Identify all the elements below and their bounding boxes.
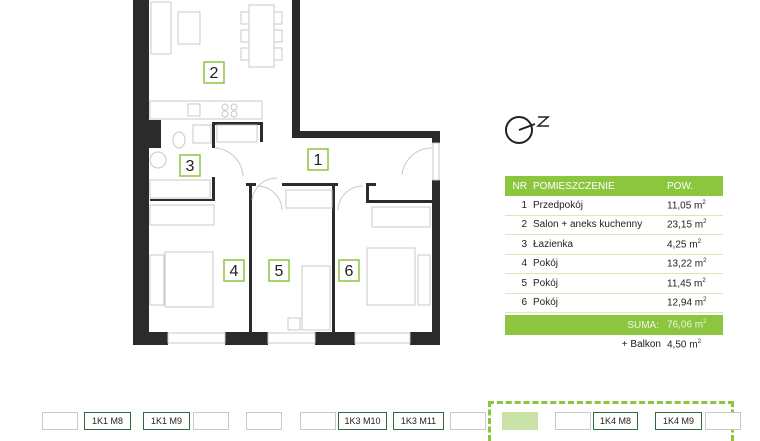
unit-box[interactable]: 1K3 M11 [393,412,444,430]
row-name: Łazienka [533,238,574,250]
unit-sup: 2 [703,219,707,226]
sum-value: 76,06 m [667,319,704,331]
header-area: POW. [667,180,694,192]
room-label-6: 6 [345,263,354,280]
room-area-table: NR POMIESZCZENIE POW. 1 Przedpokój 11,05 m… [505,176,723,354]
table-row: 6 Pokój 12,94 m2 [505,294,723,313]
room-label-3: 3 [186,158,195,175]
unit-box-empty[interactable] [246,412,282,430]
unit-box-empty[interactable] [193,412,229,430]
room-label-2: 2 [210,65,219,82]
room-labels: 1 2 3 4 5 6 [179,61,360,282]
row-area: 23,15 m [667,219,704,231]
furniture [149,1,440,344]
row-name: Przedpokój [533,199,584,211]
row-nr: 6 [521,297,527,309]
row-area: 11,05 m [667,199,703,211]
row-nr: 2 [521,219,527,231]
unit-box-empty[interactable] [555,412,591,430]
compass-icon [505,116,550,144]
unit-box[interactable]: 1K3 M10 [338,412,387,430]
unit-box[interactable]: 1K1 M9 [143,412,190,430]
unit-box-empty[interactable] [300,412,336,430]
row-area: 11,45 m [667,277,703,289]
unit-box-empty[interactable] [42,412,78,430]
unit-sup: 2 [702,199,706,206]
table-row: 4 Pokój 13,22 m2 [505,255,723,274]
unit-box-empty[interactable] [450,412,486,430]
balcony-label: + Balkon [621,338,661,350]
row-nr: 5 [521,277,527,289]
unit-box[interactable]: 1K1 M8 [84,412,131,430]
room-label-1: 1 [314,152,323,169]
table-header: NR POMIESZCZENIE POW. [505,176,723,196]
row-name: Pokój [533,277,559,289]
row-nr: 4 [521,258,527,270]
unit-sup: 2 [703,297,707,304]
sum-row: SUMA: 76,06 m2 [505,315,723,335]
header-nr: NR [512,180,527,192]
unit-sup: 2 [702,277,706,284]
walls [133,0,440,345]
sum-label: SUMA: [627,319,659,331]
row-name: Pokój [533,258,559,270]
floor-plan: 1 2 3 4 5 6 [133,0,550,345]
selected-unit-box[interactable] [502,412,538,430]
table-row: 3 Łazienka 4,25 m2 [505,235,723,255]
row-name: Salon + aneks kuchenny [533,219,643,231]
row-name: Pokój [533,297,559,309]
balcony-value: 4,50 m [667,338,698,350]
unit-box[interactable]: 1K4 M8 [593,412,638,430]
unit-box-empty[interactable] [705,412,741,430]
room-label-4: 4 [230,263,239,280]
row-nr: 3 [521,238,527,250]
row-area: 13,22 m [667,258,704,270]
row-nr: 1 [521,199,527,211]
table-row: 5 Pokój 11,45 m2 [505,274,723,294]
table-row: 1 Przedpokój 11,05 m2 [505,196,723,216]
row-area: 12,94 m [667,297,704,309]
unit-sup: 2 [703,319,707,326]
unit-sup: 2 [703,258,707,265]
unit-box[interactable]: 1K4 M9 [655,412,702,430]
room-label-5: 5 [275,263,284,280]
header-name: POMIESZCZENIE [533,180,615,192]
unit-sup: 2 [697,238,701,245]
balcony-row: + Balkon 4,50 m2 [505,335,723,354]
row-area: 4,25 m [667,238,698,250]
unit-sup: 2 [697,338,701,345]
